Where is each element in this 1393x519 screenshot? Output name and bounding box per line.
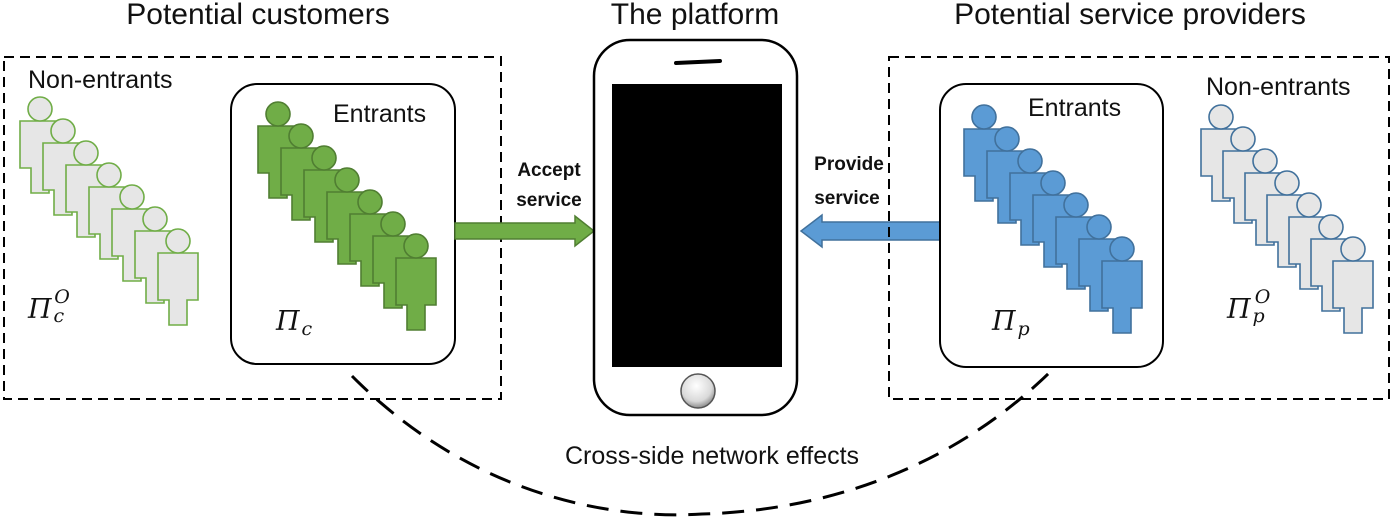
- customer-entrants-label: Entrants: [333, 100, 426, 128]
- provider-entrants-figures: [963, 104, 1143, 334]
- provider-entrant-person-6: [1078, 214, 1120, 312]
- provide-service-arrow: [799, 213, 941, 249]
- provider-entrant-person-2: [986, 126, 1028, 224]
- customer-non-entrants-figures: [19, 96, 199, 326]
- phone-speaker: [674, 59, 722, 65]
- provider-non-entrant-person-6: [1310, 214, 1352, 312]
- accept-label-line1: Accept: [517, 160, 581, 181]
- customer-non-entrant-person-1: [19, 96, 61, 194]
- network-effects-label: Cross-side network effects: [565, 442, 859, 470]
- phone-screen: [612, 84, 782, 367]
- customer-non-entrant-person-2: [42, 118, 84, 216]
- network-effects-curve: [350, 370, 1052, 517]
- customer-non-entrant-person-7: [157, 228, 199, 326]
- customers-group-box: [3, 56, 502, 400]
- customer-non-entrants-label: Non-entrants: [28, 66, 173, 94]
- platform-phone: [592, 38, 799, 417]
- network-effects-label-bg: [540, 436, 885, 472]
- provider-non-entrant-person-5: [1288, 192, 1330, 290]
- provider-entrants-label: Entrants: [1028, 94, 1121, 122]
- provider-non-entrant-person-7: [1332, 236, 1374, 334]
- providers-title: Potential service providers: [954, 0, 1306, 31]
- accept-label-line2: service: [516, 190, 582, 211]
- provider-non-entrant-person-4: [1266, 170, 1308, 268]
- provider-entrant-person-1: [963, 104, 1005, 202]
- customer-entrant-person-3: [303, 145, 345, 243]
- provider-non-entrants-figures: [1200, 104, 1374, 334]
- providers-group-box: [888, 56, 1390, 400]
- platform-title: The platform: [611, 0, 779, 31]
- provide-label-line2: service: [814, 188, 880, 209]
- provide-label-line1: Provide: [814, 154, 884, 175]
- customer-entrant-person-7: [395, 233, 437, 331]
- customer-entrants-figures: [257, 101, 437, 331]
- provider-entrant-person-5: [1055, 192, 1097, 290]
- provider-entrant-person-7: [1101, 236, 1143, 334]
- accept-service-arrow: [454, 214, 596, 248]
- customers-title: Potential customers: [126, 0, 389, 31]
- provider-non-entrants-label: Non-entrants: [1206, 73, 1351, 101]
- phone-home-button: [680, 373, 716, 409]
